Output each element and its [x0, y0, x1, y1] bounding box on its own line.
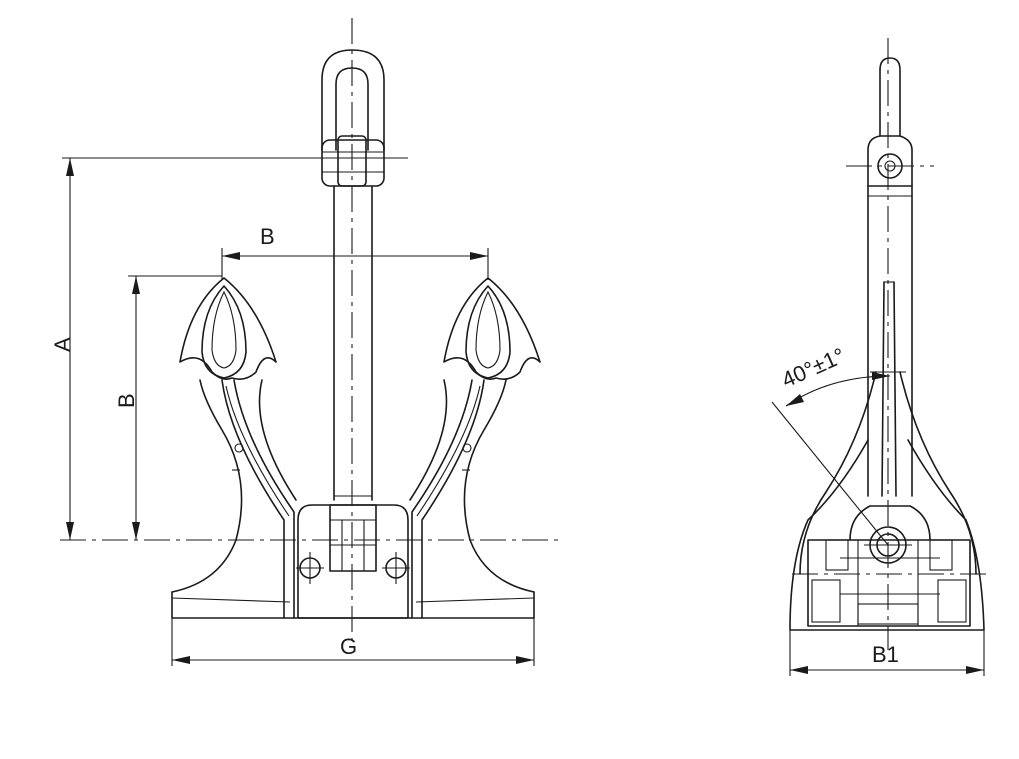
left-arm: [199, 379, 297, 619]
dimension-b1-label: B1: [872, 642, 899, 667]
dimension-a: A: [50, 158, 75, 540]
right-arm: [409, 379, 507, 619]
right-fluke: [443, 277, 541, 380]
dimension-b-vertical-label: B: [114, 393, 139, 408]
side-crown-section: [792, 505, 990, 627]
pin-holes: [296, 552, 410, 584]
dimension-b1: B1: [789, 630, 985, 676]
angle-label: 40°±1°: [778, 343, 849, 393]
angle-indicator: 40°±1°: [771, 343, 891, 546]
base-plate: [171, 539, 535, 619]
front-view: [60, 18, 560, 666]
crown-housing: [297, 504, 409, 619]
side-shank: [867, 185, 913, 497]
left-fluke: [179, 277, 277, 380]
shank: [333, 185, 373, 501]
side-shackle: [846, 57, 934, 187]
dimension-b-horizontal-label: B: [260, 224, 275, 249]
side-view: 40°±1° B1: [771, 38, 990, 676]
dimension-g: G: [172, 634, 534, 664]
shackle: [321, 49, 385, 187]
dimension-b-horizontal: B: [222, 224, 488, 260]
side-fluke-profile: [789, 371, 985, 631]
dimension-a-label: A: [50, 337, 75, 352]
dimension-g-label: G: [340, 634, 357, 659]
dimension-b-vertical: B: [114, 276, 140, 540]
